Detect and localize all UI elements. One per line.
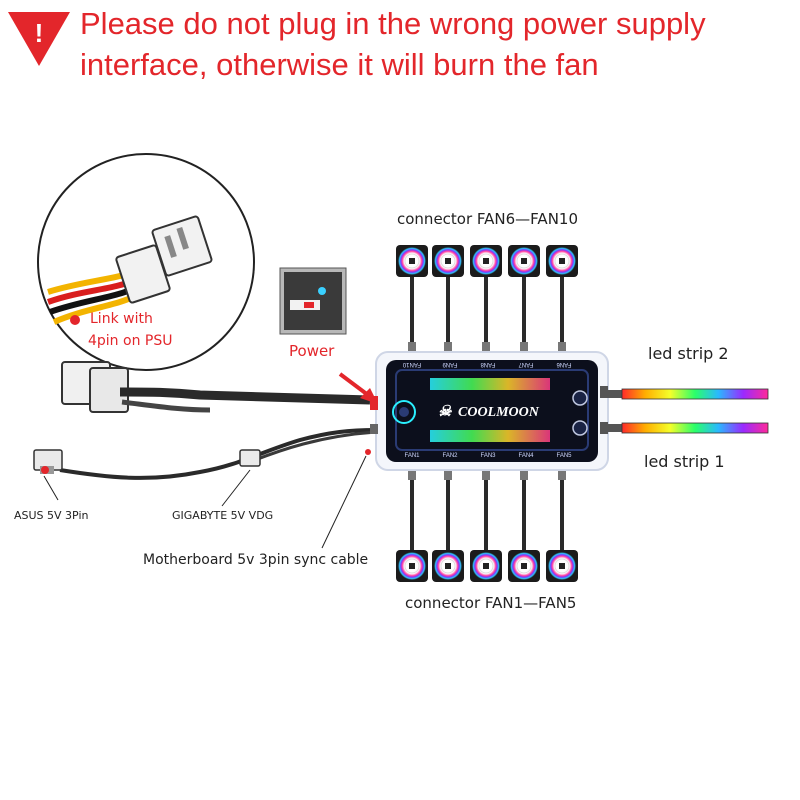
bottom-fan-3 (470, 550, 502, 582)
hub-port-label-bottom: FAN5 (556, 453, 572, 459)
hub-port-label-top: FAN9 (442, 361, 458, 367)
hub-port-label-bottom: FAN4 (518, 453, 534, 459)
gigabyte-label: GIGABYTE 5V VDG (172, 509, 274, 522)
hub-brand: COOLMOON (458, 405, 540, 420)
bottom-fan-2 (432, 550, 464, 582)
hub-port-label-bottom: FAN1 (404, 453, 420, 459)
top-fan-2 (432, 245, 464, 277)
molex-connector (61, 361, 371, 413)
hub-port-label-bottom: FAN2 (442, 453, 458, 459)
led-strip-2-label: led strip 2 (648, 344, 729, 363)
top-fan-row (396, 245, 578, 277)
sync-cable-label: Motherboard 5v 3pin sync cable (143, 552, 369, 568)
fan-cables (408, 272, 566, 552)
hub-port-label-top: FAN8 (480, 361, 496, 367)
asus-label: ASUS 5V 3Pin (14, 509, 89, 522)
led-strip-1-label: led strip 1 (644, 452, 725, 471)
connector-top-label: connector FAN6—FAN10 (397, 210, 579, 228)
led-strip-1 (608, 422, 769, 434)
psu-link-label-line1: Link with (90, 311, 153, 327)
warning-line-1: Please do not plug in the wrong power su… (80, 6, 706, 41)
top-fan-4 (508, 245, 540, 277)
hub-port-label-top: FAN7 (518, 361, 534, 367)
psu-link-label-line2: 4pin on PSU (88, 333, 173, 349)
top-fan-1 (396, 245, 428, 277)
power-label: Power (289, 342, 335, 360)
hub-ports-bottom: FAN1 FAN2 FAN3 FAN4 FAN5 (404, 453, 572, 459)
hub-ports-top: FAN10 FAN9 FAN8 FAN7 FAN6 (402, 361, 571, 367)
top-fan-3 (470, 245, 502, 277)
hub-port-label-bottom: FAN3 (480, 453, 496, 459)
power-socket-inset (279, 267, 347, 335)
svg-text:☠: ☠ (438, 404, 453, 420)
bottom-fan-5 (546, 550, 578, 582)
top-fan-5 (546, 245, 578, 277)
connector-bottom-label: connector FAN1—FAN5 (405, 594, 577, 612)
sync-cables (33, 428, 377, 549)
hub-port-label-top: FAN6 (556, 361, 572, 367)
warning-line-2: interface, otherwise it will burn the fa… (80, 47, 599, 82)
warning-triangle-icon: ! (8, 12, 70, 66)
bottom-fan-1 (396, 550, 428, 582)
led-strip-2 (608, 388, 769, 400)
svg-text:!: ! (35, 18, 44, 48)
psu-detail-circle (37, 153, 255, 371)
bottom-fan-4 (508, 550, 540, 582)
bottom-fan-row (396, 550, 578, 582)
hub-port-label-top: FAN10 (402, 361, 421, 367)
